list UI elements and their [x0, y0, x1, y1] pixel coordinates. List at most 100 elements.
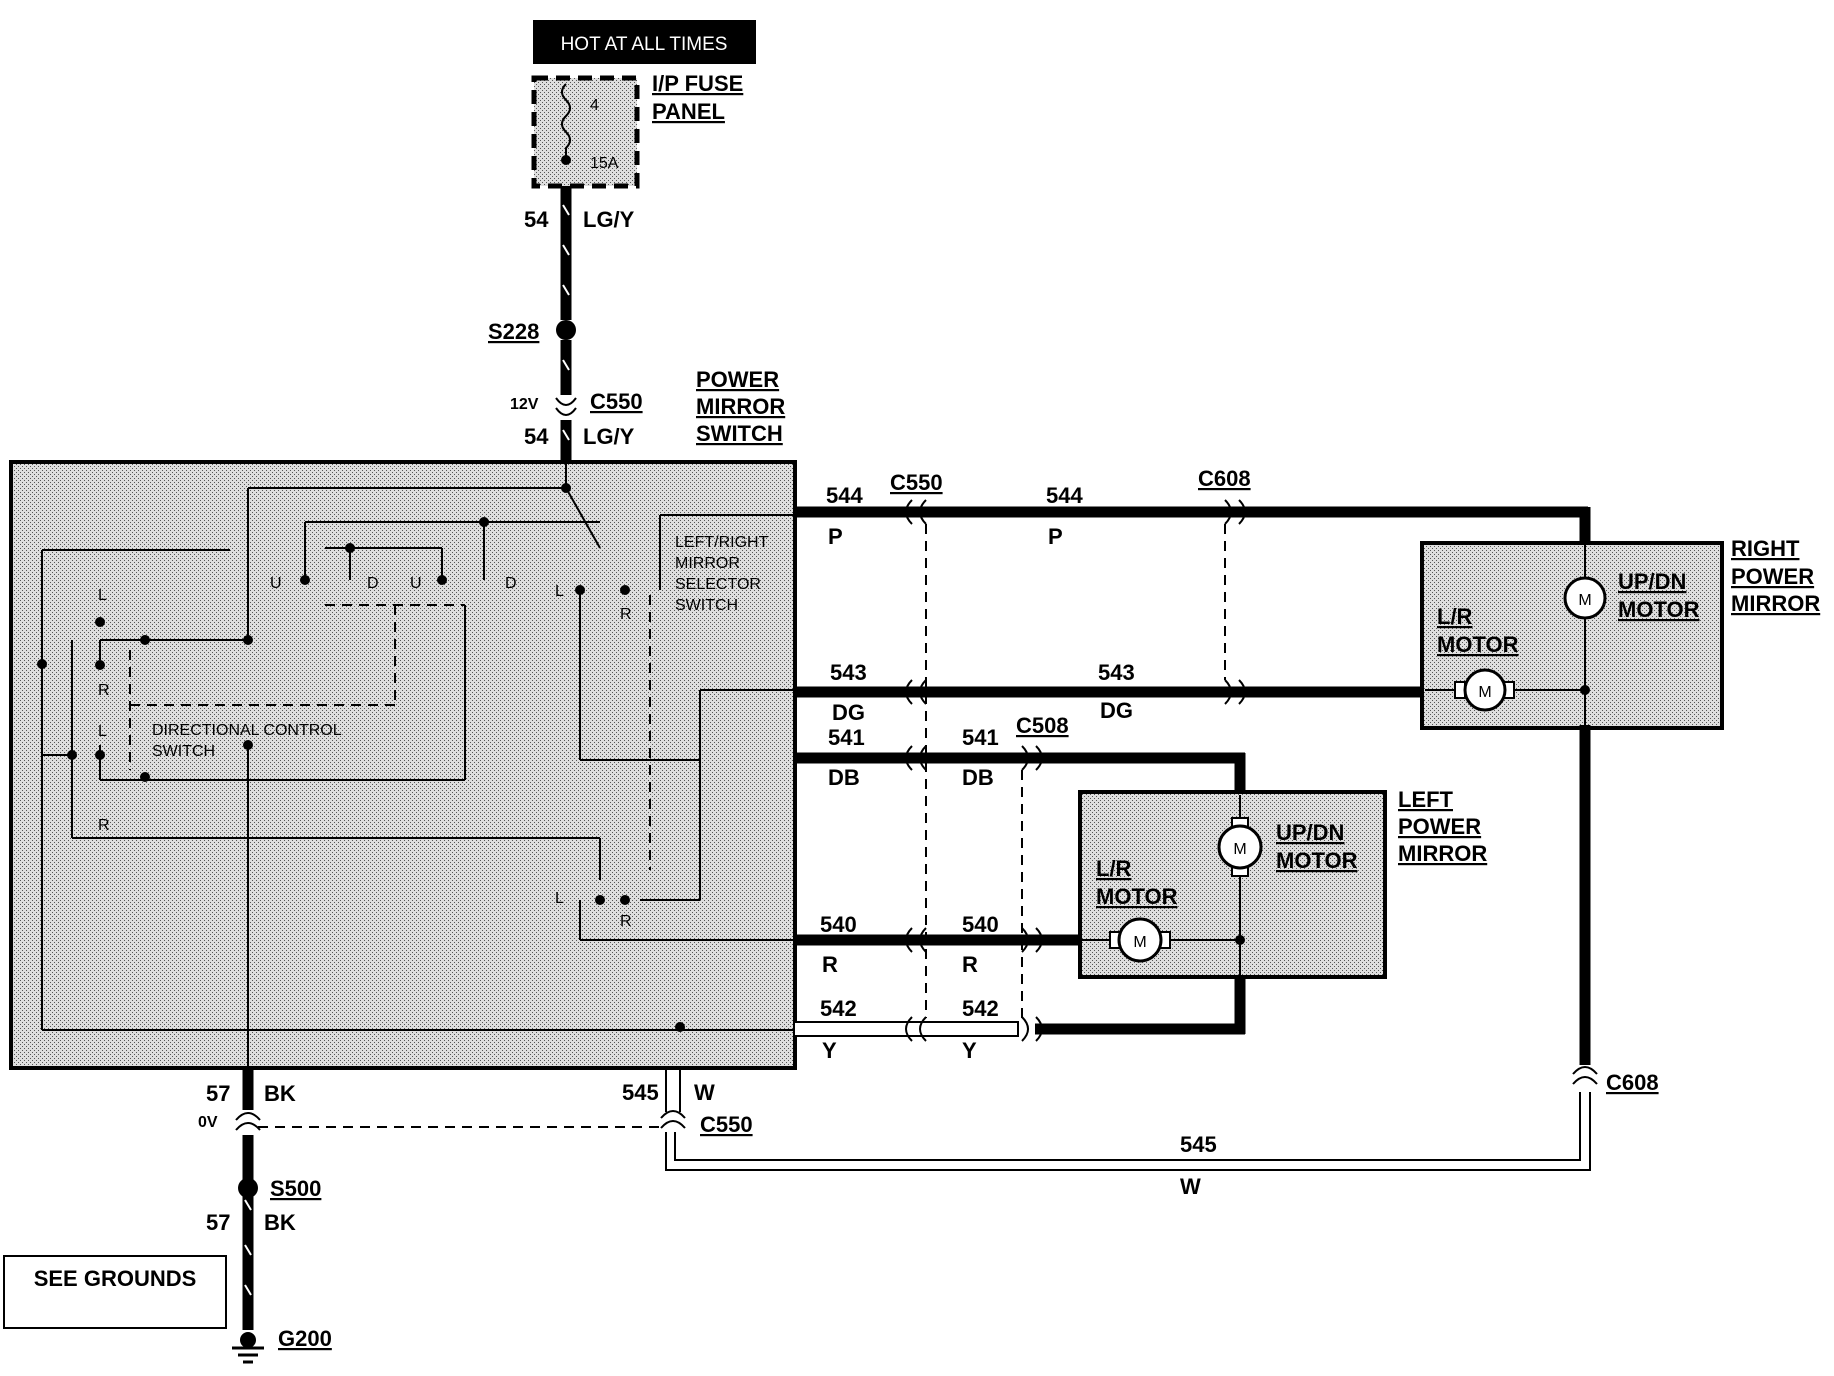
left-power-mirror-label-2: POWER [1398, 814, 1481, 839]
wire-545-switch-color: W [694, 1080, 715, 1105]
ground-g200-label: G200 [278, 1326, 332, 1351]
selector-switch-label-3: SELECTOR [675, 576, 761, 593]
connector-c550-top [555, 397, 577, 416]
power-mirror-switch-box [9, 460, 797, 1070]
wire-543-right-color: DG [1100, 698, 1133, 723]
left-lr-motor: M [1109, 917, 1171, 963]
directional-control-switch-label-1: DIRECTIONAL CONTROL [152, 722, 342, 739]
wire-542-right-color: Y [962, 1038, 977, 1063]
selector-r-top: R [620, 606, 632, 623]
right-lr-motor-symbol: M [1478, 684, 1491, 701]
connector-c550-bottom-label: C550 [700, 1112, 753, 1137]
wire-57-upper-number: 57 [206, 1081, 230, 1106]
left-power-mirror-label-1: LEFT [1398, 787, 1454, 812]
wire-54-top-number: 54 [524, 207, 549, 232]
right-updn-motor-label-1: UP/DN [1618, 569, 1686, 594]
see-grounds-box: SEE GROUNDS [3, 1255, 227, 1329]
switch-u-2: U [410, 575, 422, 592]
switch-internal-wiring [41, 462, 795, 1068]
right-power-mirror-label-3: MIRROR [1731, 591, 1820, 616]
power-mirror-switch-label-1: POWER [696, 367, 779, 392]
fuse-panel-label-1: I/P FUSE [652, 71, 743, 96]
voltage-12v: 12V [510, 396, 539, 413]
right-lr-motor-label-2: MOTOR [1437, 632, 1519, 657]
wire-543-right-number: 543 [1098, 660, 1135, 685]
wire-545-switch [665, 1068, 681, 1112]
splice-s228-label: S228 [488, 319, 539, 344]
left-updn-motor: M [1217, 817, 1263, 877]
dcs-l-1: L [98, 587, 107, 604]
wire-542-left-number: 542 [820, 996, 857, 1021]
wire-543-left-color: DG [832, 700, 865, 725]
left-lr-motor-symbol: M [1133, 934, 1146, 951]
selector-switch-label-2: MIRROR [675, 555, 740, 572]
wire-54-bottom-color: LG/Y [583, 424, 635, 449]
power-mirror-switch-label-3: SWITCH [696, 421, 783, 446]
splice-s500 [238, 1178, 258, 1198]
directional-control-switch-label-2: SWITCH [152, 743, 215, 760]
wire-541-right-number: 541 [962, 725, 999, 750]
right-updn-motor-label-2: MOTOR [1618, 597, 1700, 622]
selector-switch-label-4: SWITCH [675, 597, 738, 614]
wire-57-lower-number: 57 [206, 1210, 230, 1235]
splice-s500-label: S500 [270, 1176, 321, 1201]
connector-c608-bottom [1572, 1066, 1598, 1085]
ground-g200-icon [232, 1332, 264, 1364]
fuse-number: 4 [590, 97, 599, 114]
splice-s228 [556, 320, 576, 340]
right-lr-motor: M [1454, 668, 1515, 712]
selector-r-bottom: R [620, 913, 632, 930]
left-power-mirror-label-3: MIRROR [1398, 841, 1487, 866]
wire-540-left-color: R [822, 952, 838, 977]
connector-c550-mid [905, 499, 927, 1042]
switch-mechanical-links [129, 595, 651, 870]
power-mirror-switch-label-2: MIRROR [696, 394, 785, 419]
wire-57-lower-color: BK [264, 1210, 296, 1235]
connector-c608-top-label: C608 [1198, 466, 1251, 491]
see-grounds-label: SEE GROUNDS [34, 1266, 197, 1291]
wire-544-left-color: P [828, 524, 843, 549]
wire-54-top-color: LG/Y [583, 207, 635, 232]
selector-switch-label-1: LEFT/RIGHT [675, 534, 769, 551]
right-power-mirror-label-2: POWER [1731, 564, 1814, 589]
wire-541-right-color: DB [962, 765, 994, 790]
dcs-r-1: R [98, 682, 110, 699]
left-updn-motor-label-1: UP/DN [1276, 820, 1344, 845]
dcs-r-2: R [98, 817, 110, 834]
right-updn-motor-symbol: M [1578, 592, 1591, 609]
wire-545-bottom [665, 1092, 1591, 1171]
fuse-rating: 15A [590, 155, 619, 172]
wire-541-left-number: 541 [828, 725, 865, 750]
switch-d-2: D [505, 575, 517, 592]
wire-545-bottom-color: W [1180, 1174, 1201, 1199]
left-lr-motor-label-2: MOTOR [1096, 884, 1178, 909]
connector-c608-top [1224, 499, 1246, 705]
connector-c550-top-label: C550 [590, 389, 643, 414]
hot-at-all-times-label: HOT AT ALL TIMES [561, 34, 728, 55]
selector-l-bottom: L [555, 890, 564, 907]
connector-c508-label: C508 [1016, 713, 1069, 738]
connector-c508 [1021, 745, 1043, 1042]
connector-c550-mid-label: C550 [890, 470, 943, 495]
wire-540-right-number: 540 [962, 912, 999, 937]
wire-544-right-color: P [1048, 524, 1063, 549]
wire-540-right-color: R [962, 952, 978, 977]
wire-545-bottom-number: 545 [1180, 1132, 1217, 1157]
dcs-l-2: L [98, 723, 107, 740]
connector-c550-ground [235, 1112, 261, 1131]
wire-545-switch-number: 545 [622, 1080, 659, 1105]
left-lr-motor-label-1: L/R [1096, 856, 1132, 881]
right-lr-motor-label-1: L/R [1437, 604, 1473, 629]
wire-54-bottom-number: 54 [524, 424, 549, 449]
wire-543-left-number: 543 [830, 660, 867, 685]
switch-u-1: U [270, 575, 282, 592]
switch-d-1: D [367, 575, 379, 592]
left-mirror-internal-wiring [1082, 795, 1241, 975]
wire-542-right-number: 542 [962, 996, 999, 1021]
wire-541-left-color: DB [828, 765, 860, 790]
connector-c550-bottom [660, 1110, 686, 1129]
ip-fuse-panel: 4 15A [531, 75, 640, 189]
left-updn-motor-symbol: M [1233, 841, 1246, 858]
fuse-element [561, 83, 571, 158]
